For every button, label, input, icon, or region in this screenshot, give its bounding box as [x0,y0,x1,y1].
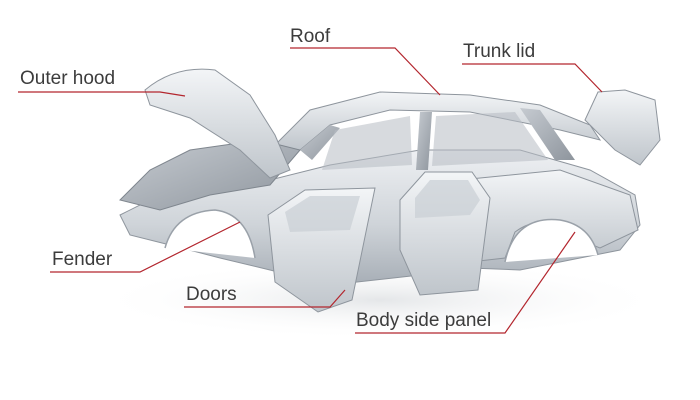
leader-roof [290,47,441,96]
b-pillar [416,112,432,170]
leader-doors [184,289,346,308]
trunk-lid-panel [584,89,661,166]
c-pillar [520,108,575,160]
leader-trunk-lid [462,63,603,93]
window-opening-rear [432,112,548,166]
leader-lines [18,47,603,334]
window-opening-front [322,116,412,170]
front-door-window [285,196,360,232]
ground-shadow [90,260,670,340]
leader-outer-hood [18,91,186,97]
rear-door-window [415,180,480,218]
label-body-side-panel: Body side panel [356,310,492,331]
outer-hood-panel [144,68,291,179]
a-pillar [300,125,340,160]
label-outer-hood: Outer hood [20,68,116,89]
leader-fender [50,221,241,273]
rear-wheel-arch [504,218,599,263]
label-trunk-lid: Trunk lid [463,41,536,62]
car-body [119,91,641,286]
leader-body-side-panel [355,231,576,334]
label-roof: Roof [290,26,331,47]
label-doors: Doors [186,284,237,305]
front-wheel-arch [164,209,256,259]
label-fender: Fender [52,249,113,270]
